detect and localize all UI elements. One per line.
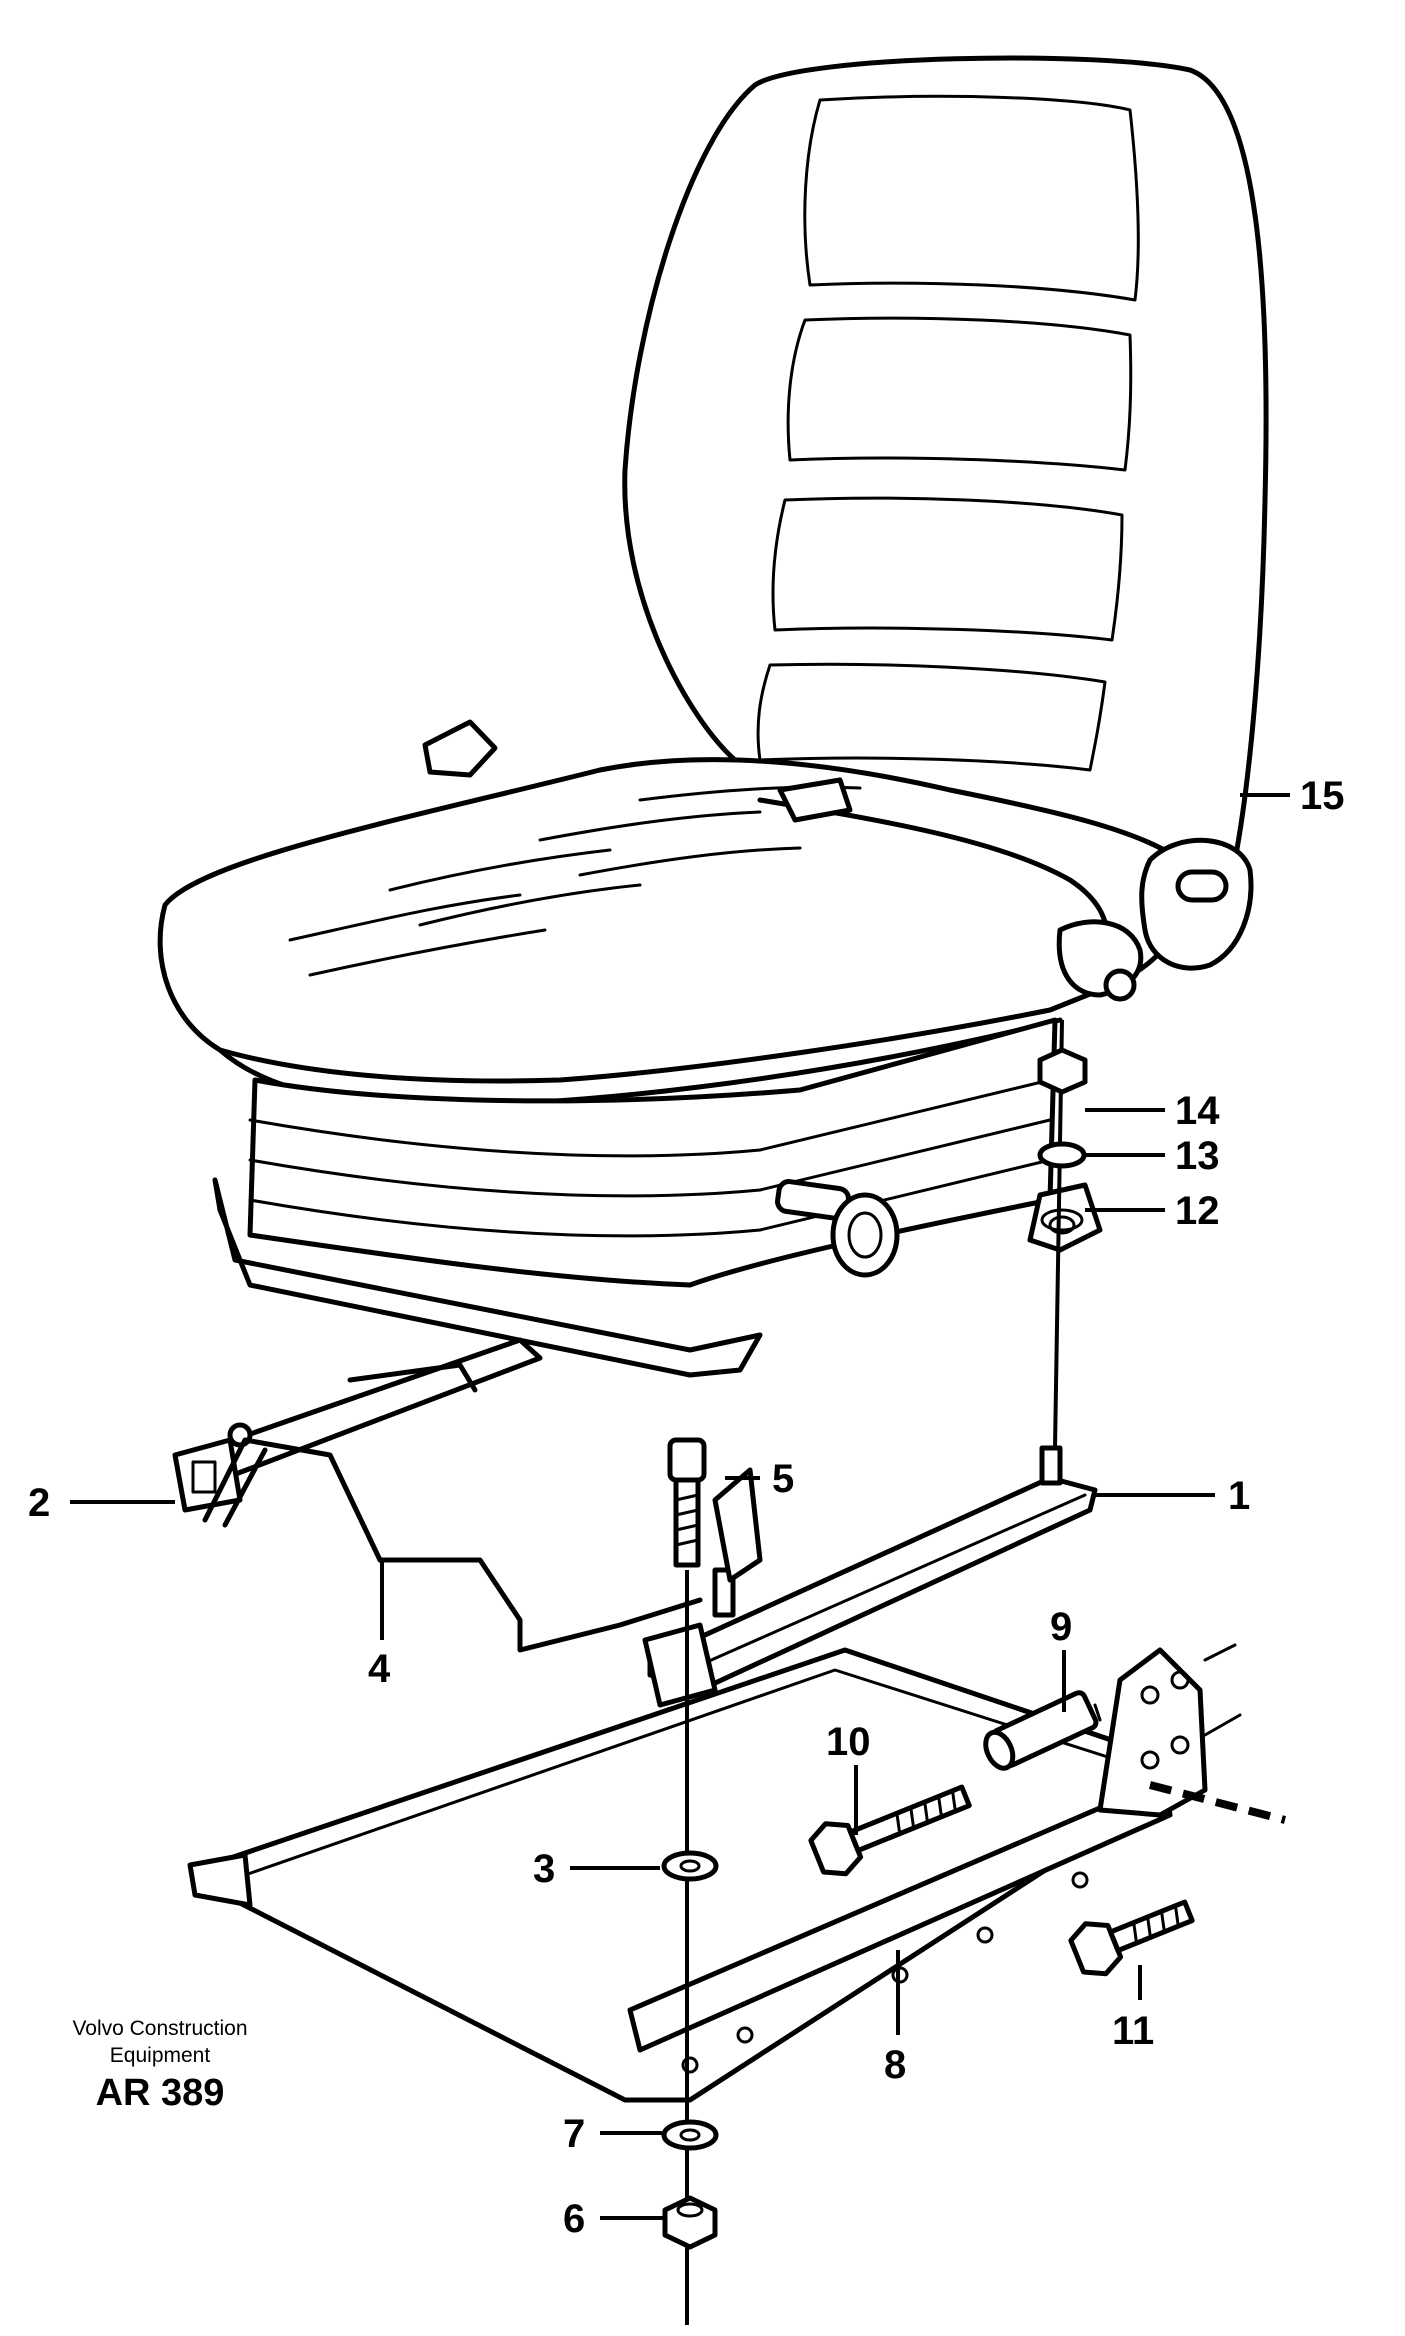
seat-base-tray xyxy=(212,1177,763,1378)
pivot-tube xyxy=(983,1690,1099,1771)
bolt-5 xyxy=(667,1437,707,1568)
caption-code: AR 389 xyxy=(96,2072,225,2114)
belt-anchor xyxy=(1139,837,1254,971)
nut-14 xyxy=(1037,1047,1088,1095)
callout-11: 11 xyxy=(1112,2009,1154,2053)
bolt-11 xyxy=(1068,1899,1195,1977)
washer-3 xyxy=(661,1850,719,1882)
base-front-flange xyxy=(187,1852,253,1908)
base-side-flange xyxy=(627,1777,1173,2053)
callout-8: 8 xyxy=(884,2043,906,2087)
belt-anchor-slot xyxy=(1175,869,1229,903)
adjust-knob xyxy=(830,1192,900,1278)
callout-5: 5 xyxy=(772,1457,794,1501)
callout-labels: 1 2 3 4 5 6 7 8 9 10 11 12 13 14 15 xyxy=(28,774,1345,2241)
callout-12: 12 xyxy=(1175,1189,1220,1233)
callout-10: 10 xyxy=(826,1720,871,1764)
caption-line-1: Volvo Construction xyxy=(72,2017,247,2040)
callout-13: 13 xyxy=(1175,1134,1220,1178)
figure-caption: Volvo Construction Equipment AR 389 xyxy=(72,2017,247,2114)
washer-7 xyxy=(661,2119,719,2151)
rail-upright-bracket xyxy=(712,1467,763,1583)
callout-7: 7 xyxy=(563,2112,585,2156)
callout-2: 2 xyxy=(28,1481,50,1525)
callout-9: 9 xyxy=(1050,1605,1072,1649)
callout-4: 4 xyxy=(368,1647,391,1691)
belt-buckle xyxy=(777,777,853,823)
fasteners xyxy=(661,1019,1195,2325)
adjustment-lever xyxy=(202,1437,703,1653)
seat-belt xyxy=(757,797,1113,963)
hinge-bracket xyxy=(1097,1647,1208,1818)
caption-line-2: Equipment xyxy=(110,2044,211,2067)
washer-13 xyxy=(1037,1141,1087,1169)
slide-rails xyxy=(172,1337,1098,1708)
rail-stud-right xyxy=(1039,1445,1063,1486)
belt-stub-left xyxy=(422,719,498,778)
belt-bolt xyxy=(1103,968,1137,1002)
callout-15: 15 xyxy=(1300,774,1345,818)
callout-6: 6 xyxy=(563,2197,585,2241)
pivot-axis-dashed xyxy=(1148,1781,1287,1824)
left-slide-rail xyxy=(187,1337,543,1483)
bolt-10 xyxy=(808,1784,972,1877)
callout-3: 3 xyxy=(533,1847,555,1891)
callout-14: 14 xyxy=(1175,1089,1220,1133)
washer-12 xyxy=(1040,1208,1084,1232)
seat-backrest xyxy=(622,55,1269,883)
rail-front-bracket xyxy=(642,1622,718,1708)
seat-assembly xyxy=(157,55,1269,1378)
callout-1: 1 xyxy=(1228,1474,1250,1518)
leader-lines xyxy=(70,793,1290,2220)
